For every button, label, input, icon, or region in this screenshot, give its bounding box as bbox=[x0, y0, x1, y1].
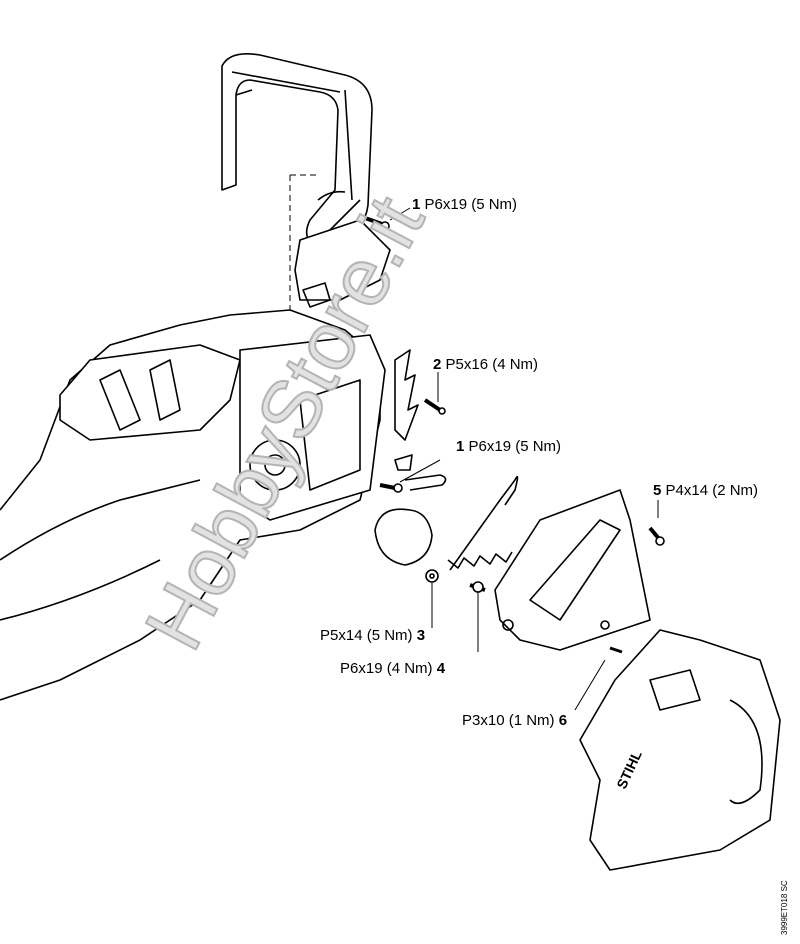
brake-band bbox=[374, 508, 433, 566]
callout-4: P6x19 (4 Nm) 4 bbox=[340, 660, 446, 677]
brake-cover-plate bbox=[494, 489, 651, 651]
tension-spring bbox=[447, 475, 519, 571]
callout-1-top: 1 P6x19 (5 Nm) bbox=[412, 196, 518, 213]
spring-clip bbox=[394, 349, 446, 471]
screw-6 bbox=[574, 646, 623, 711]
sprocket-cover: STIHL bbox=[579, 629, 781, 871]
front-handle bbox=[221, 53, 391, 308]
callout-6: P3x10 (1 Nm) 6 bbox=[462, 712, 568, 729]
callout-1-mid: 1 P6x19 (5 Nm) bbox=[456, 438, 562, 455]
screw-4 bbox=[469, 581, 486, 652]
screw-3 bbox=[425, 569, 439, 628]
screw-5 bbox=[648, 500, 665, 546]
screw-1-top bbox=[364, 207, 411, 231]
callout-2: 2 P5x16 (4 Nm) bbox=[433, 356, 539, 373]
drawing-code: 3999ET018 SC bbox=[780, 880, 789, 935]
callout-3: P5x14 (5 Nm) 3 bbox=[320, 627, 426, 644]
callout-5: 5 P4x14 (2 Nm) bbox=[653, 482, 759, 499]
screw-1-mid bbox=[379, 459, 447, 493]
chainsaw-housing bbox=[0, 309, 386, 701]
